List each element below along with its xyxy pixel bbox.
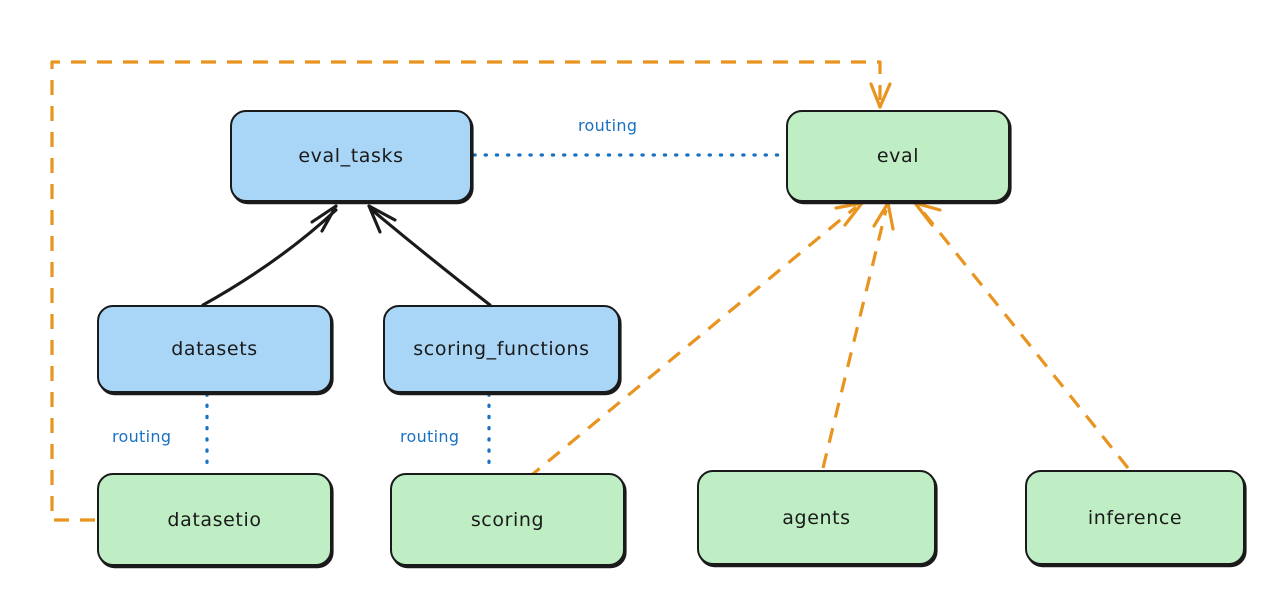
- node-label: scoring: [470, 508, 545, 531]
- edge-label-routing-eval: routing: [578, 116, 638, 135]
- edge-inference-to-eval: [913, 201, 1130, 469]
- node-label: agents: [782, 506, 851, 529]
- edge-datasetio-to-eval: [50, 60, 892, 522]
- edge-datasets-to-eval_tasks: [201, 204, 338, 307]
- node-inference[interactable]: inference: [1025, 470, 1245, 565]
- node-label: datasetio: [167, 508, 262, 531]
- node-datasets[interactable]: datasets: [97, 305, 332, 393]
- node-scoring[interactable]: scoring: [390, 473, 625, 566]
- node-agents[interactable]: agents: [697, 470, 936, 565]
- node-eval[interactable]: eval: [786, 110, 1010, 202]
- node-scoring-functions[interactable]: scoring_functions: [383, 305, 620, 393]
- edge-scoring_functions-to-eval_tasks: [367, 204, 492, 307]
- node-eval-tasks[interactable]: eval_tasks: [230, 110, 472, 202]
- node-label: eval_tasks: [298, 145, 404, 167]
- edge-label-routing-scoring: routing: [400, 427, 460, 446]
- node-label: datasets: [171, 338, 258, 360]
- edge-scoring-to-eval: [526, 201, 864, 480]
- edge-agents-to-eval: [821, 201, 895, 469]
- node-label: eval: [876, 145, 920, 167]
- node-datasetio[interactable]: datasetio: [97, 473, 332, 566]
- edge-label-routing-datasets: routing: [112, 427, 172, 446]
- node-label: scoring_functions: [413, 338, 590, 360]
- node-label: inference: [1087, 506, 1183, 529]
